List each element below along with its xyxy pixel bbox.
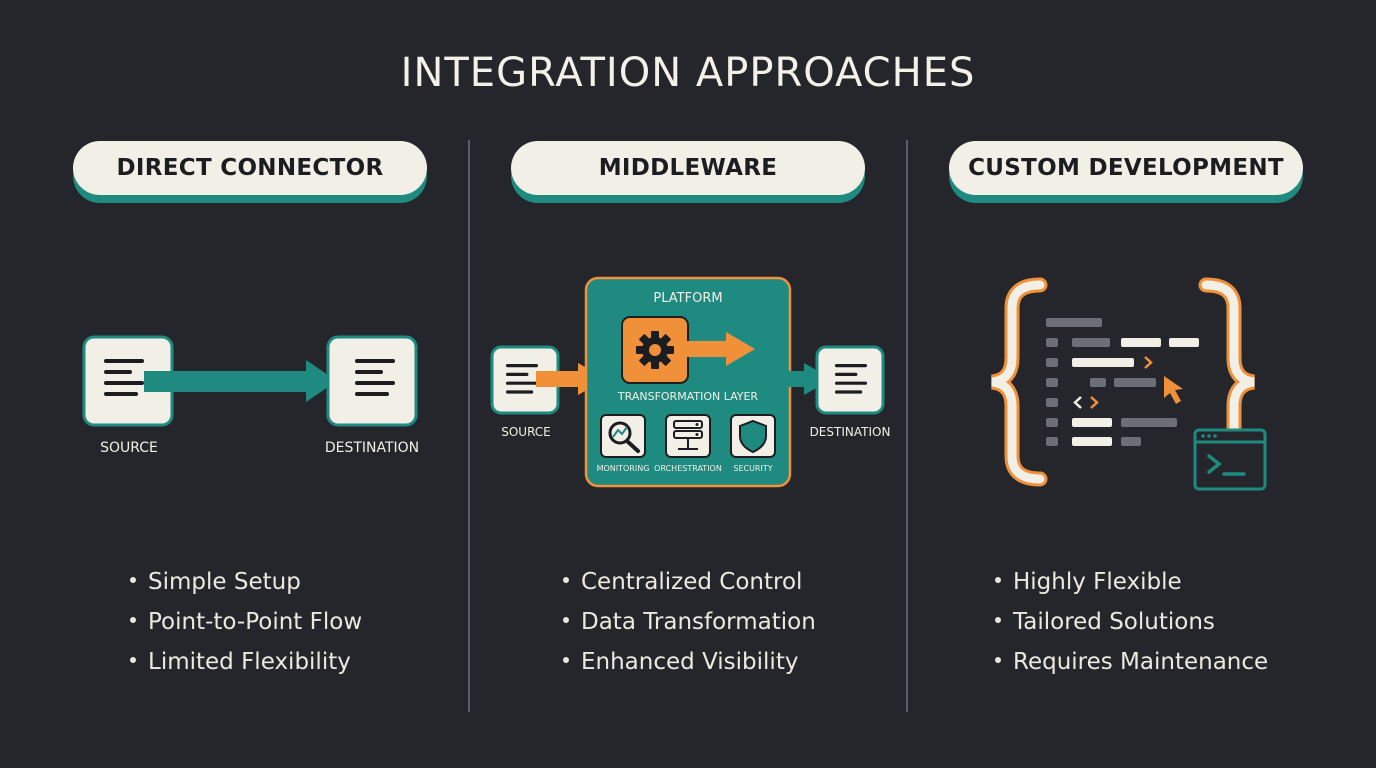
list-item: Centralized Control xyxy=(563,562,816,602)
transform-arrow-icon xyxy=(686,332,755,366)
orchestration-label: ORCHESTRATION xyxy=(654,464,722,473)
middleware-diagram: SOURCE PLATFORM xyxy=(490,276,891,488)
direct-connector-diagram: SOURCE DESTINATION xyxy=(82,335,419,456)
source-label: SOURCE xyxy=(501,425,551,439)
column-divider xyxy=(468,140,470,712)
shield-icon xyxy=(730,414,776,458)
code-lines-icon xyxy=(1046,318,1199,446)
destination-document-icon xyxy=(326,335,418,427)
middleware-heading: MIDDLEWARE xyxy=(511,141,865,195)
magnifier-chart-icon xyxy=(600,414,646,458)
direct-connector-heading: DIRECT CONNECTOR xyxy=(73,141,427,195)
list-item: Requires Maintenance xyxy=(995,642,1268,682)
platform-box: PLATFORM TRANSFORMATION xyxy=(584,276,792,488)
destination-document-icon xyxy=(815,345,885,415)
custom-development-bullets: Highly Flexible Tailored Solutions Requi… xyxy=(995,562,1268,682)
source-label: SOURCE xyxy=(100,440,158,456)
custom-development-heading: CUSTOM DEVELOPMENT xyxy=(949,141,1303,195)
middleware-bullets: Centralized Control Data Transformation … xyxy=(563,562,816,682)
page-title: INTEGRATION APPROACHES xyxy=(400,50,976,96)
direct-connector-bullets: Simple Setup Point-to-Point Flow Limited… xyxy=(130,562,362,682)
arrow-right-icon xyxy=(144,360,346,402)
transformation-layer-label: TRANSFORMATION LAYER xyxy=(617,390,759,403)
cursor-icon xyxy=(1164,376,1183,404)
list-item: Simple Setup xyxy=(130,562,362,602)
server-stack-icon xyxy=(665,414,711,458)
list-item: Data Transformation xyxy=(563,602,816,642)
destination-label: DESTINATION xyxy=(325,440,419,456)
list-item: Tailored Solutions xyxy=(995,602,1268,642)
list-item: Highly Flexible xyxy=(995,562,1268,602)
terminal-icon xyxy=(1193,428,1267,491)
direct-connector-header: DIRECT CONNECTOR xyxy=(73,141,427,203)
custom-development-header: CUSTOM DEVELOPMENT xyxy=(949,141,1303,203)
custom-development-diagram xyxy=(990,277,1267,491)
monitoring-label: MONITORING xyxy=(597,464,650,473)
gear-icon xyxy=(621,316,689,384)
platform-label: PLATFORM xyxy=(653,291,722,306)
security-label: SECURITY xyxy=(733,464,772,473)
destination-label: DESTINATION xyxy=(810,425,891,439)
column-divider xyxy=(906,140,908,712)
list-item: Point-to-Point Flow xyxy=(130,602,362,642)
middleware-header: MIDDLEWARE xyxy=(511,141,865,203)
list-item: Limited Flexibility xyxy=(130,642,362,682)
list-item: Enhanced Visibility xyxy=(563,642,816,682)
